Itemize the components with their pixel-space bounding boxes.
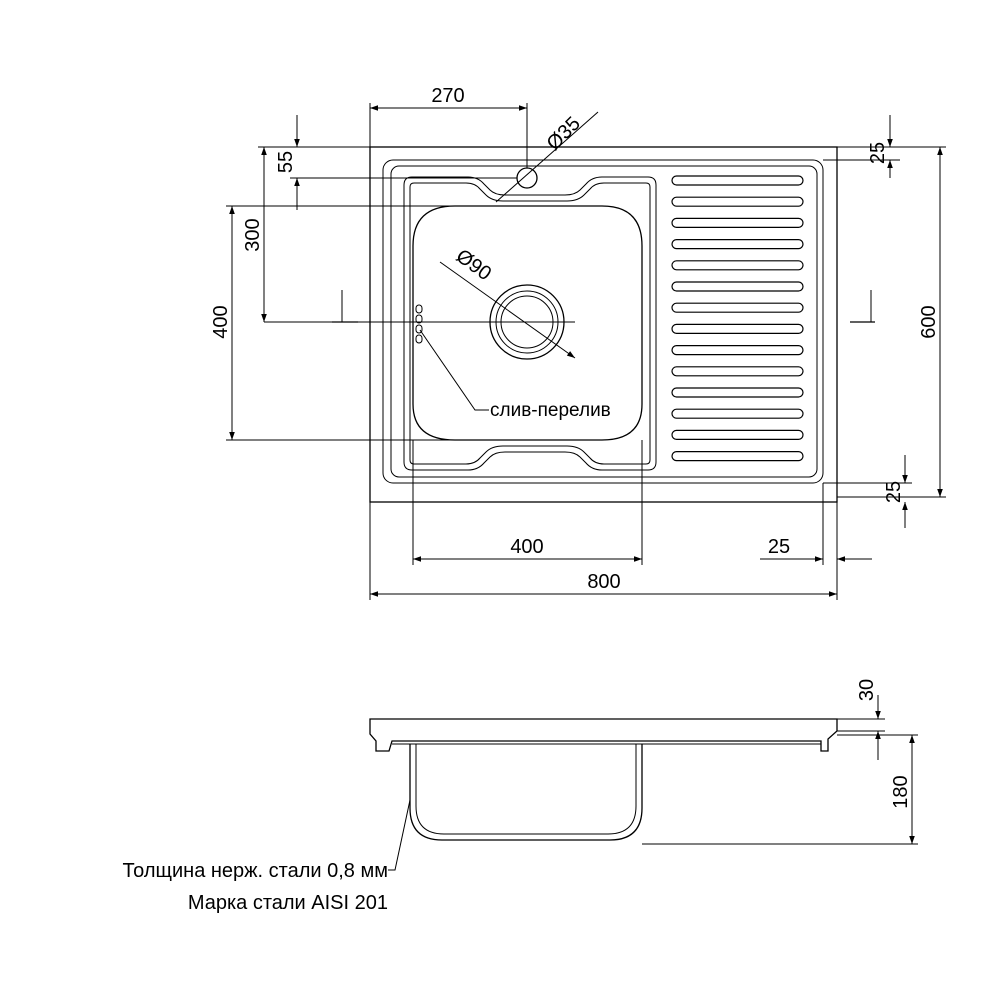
drainboard-slot (671, 196, 804, 207)
drainboard-slot (671, 451, 804, 462)
dim-25-bottom: 25 (768, 536, 790, 558)
dim-600: 600 (918, 305, 940, 338)
drainboard-slot (671, 260, 804, 271)
faucet-hole (516, 167, 538, 189)
overflow-label: слив-перелив (490, 400, 611, 421)
side-view: 30 180 Толщина нерж. стали 0,8 мм Марка … (123, 679, 918, 914)
dim-400-left: 400 (210, 305, 232, 338)
dim-400-bottom: 400 (510, 536, 543, 558)
dia90-leader (439, 261, 576, 359)
section-mark-left (332, 290, 358, 323)
drainboard-slot (671, 366, 804, 377)
dim-25-bottom-right: 25 (883, 481, 905, 503)
drainboard-slot (671, 323, 804, 334)
section-mark-right (850, 290, 875, 323)
top-view: 270 Ø35 25 55 300 400 600 25 Ø90 400 25 … (210, 85, 946, 600)
dim-dia-35: Ø35 (543, 113, 585, 155)
drainboard-slot (671, 302, 804, 313)
drainboard-slot (671, 345, 804, 356)
overflow-holes (415, 304, 423, 344)
drainboard-slot (671, 217, 804, 228)
side-bowl (409, 744, 643, 841)
dim-55: 55 (275, 151, 297, 173)
dim-30: 30 (856, 679, 878, 701)
drainboard-slot (671, 408, 804, 419)
steel-grade-label: Марка стали AISI 201 (188, 892, 388, 914)
dim-180: 180 (890, 775, 912, 808)
side-flange (369, 718, 838, 752)
overflow-leader (419, 329, 489, 411)
drainboard-slot (671, 281, 804, 292)
dia35-leader (495, 111, 599, 203)
dim-270: 270 (431, 85, 464, 107)
dim-dia-90: Ø90 (452, 245, 496, 285)
drainboard-slot (671, 387, 804, 398)
drainboard-slots (671, 175, 804, 462)
dim-300: 300 (242, 218, 264, 251)
bowl-outline (412, 205, 643, 441)
drainboard-slot (671, 429, 804, 440)
thickness-leader (388, 799, 411, 871)
thickness-label: Толщина нерж. стали 0,8 мм (123, 860, 388, 882)
dim-25-top-right: 25 (867, 142, 889, 164)
dim-800: 800 (587, 571, 620, 593)
sink-outer-outline (369, 146, 838, 503)
bowl-frame-inner (409, 182, 651, 465)
drainboard-slot (671, 175, 804, 186)
drainboard-slot (671, 239, 804, 250)
bowl-frame (403, 176, 657, 471)
